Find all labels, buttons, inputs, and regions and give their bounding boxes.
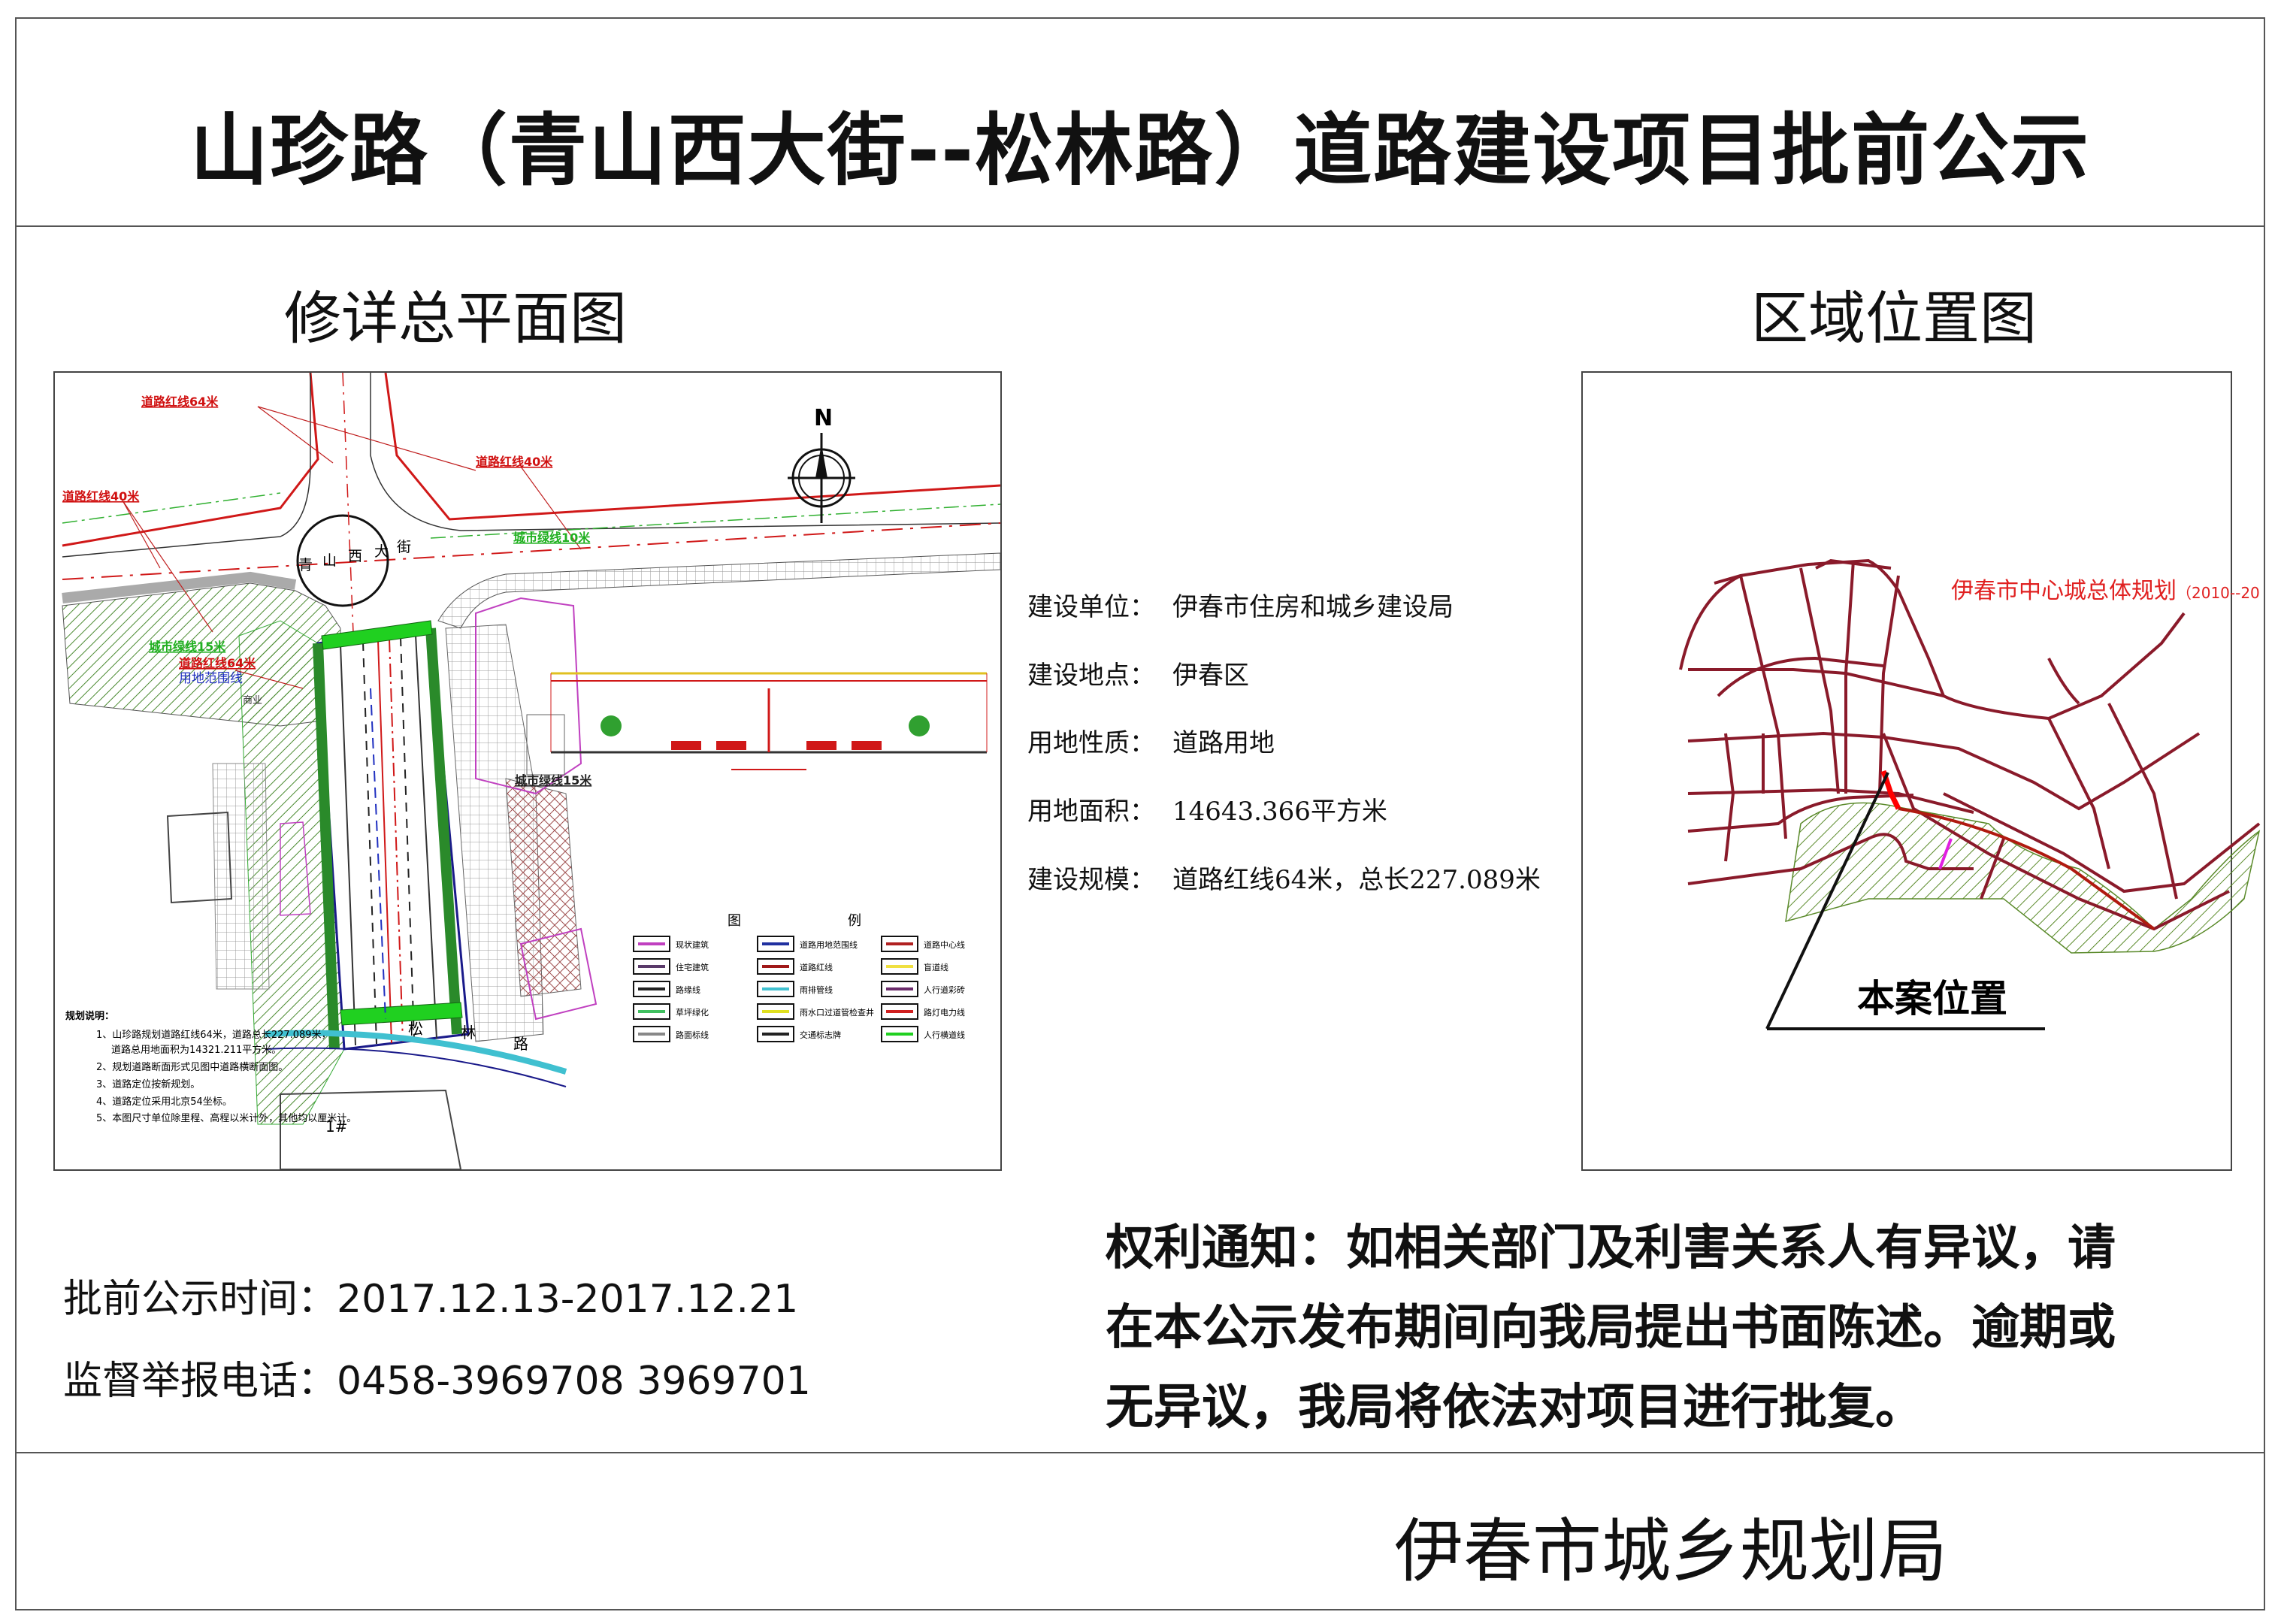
note-item: 2、规划道路断面形式见图中道路横断面图。: [96, 1061, 288, 1073]
location-pointer: [1765, 772, 1889, 1030]
page-title: 山珍路（青山西大街--松林路）道路建设项目批前公示: [189, 104, 2091, 196]
report-phone: 监督举报电话：0458-3969708 3969701: [63, 1349, 811, 1405]
info-value: 14643.366平方米: [1172, 797, 1387, 827]
notes-heading: 规划说明：: [65, 1010, 114, 1022]
info-value: 道路用地: [1172, 728, 1275, 758]
site-plan-heading: 修详总平面图: [284, 285, 627, 352]
road-cross-section: [526, 672, 988, 776]
map-years: （2010--20: [2177, 584, 2260, 602]
info-row-builder: 建设单位： 伊春市住房和城乡建设局: [1027, 586, 1454, 623]
phone-value: 0458-3969708 3969701: [337, 1359, 811, 1404]
note-item: 道路总用地面积为14321.211平方米。: [111, 1044, 281, 1056]
highlighted-road: [1898, 807, 2155, 930]
period-value: 2017.12.13-2017.12.21: [337, 1277, 799, 1322]
street-label-char: 大: [374, 543, 389, 560]
notice-line: 无异议，我局将依法对项目进行批复。: [1106, 1380, 1923, 1435]
street-label-char: 松: [408, 1020, 423, 1038]
legend-label: 道路中心线: [924, 939, 965, 950]
note-item: 3、道路定位按新规划。: [96, 1078, 200, 1090]
notice-line: 权利通知：如相关部门及利害关系人有异议，请: [1106, 1220, 2116, 1276]
label-green-line-15: 城市绿线15米: [149, 640, 226, 654]
info-value: 伊春市住房和城乡建设局: [1172, 592, 1454, 622]
location-map: 伊春市中心城总体规划 （2010--20 本案位置: [1581, 371, 2261, 1171]
info-value: 伊春区: [1172, 661, 1249, 691]
street-label-char: 西: [348, 548, 362, 564]
label-green-line-10: 城市绿线10米: [513, 531, 591, 545]
legend-label: 道路用地范围线: [800, 939, 858, 950]
legend-label: 盲道线: [924, 962, 948, 972]
existing-buildings: [166, 597, 597, 1021]
publicity-period: 批前公示时间：2017.12.13-2017.12.21: [63, 1267, 798, 1323]
main-road-shanzhen: [212, 620, 582, 1125]
info-key: 建设规模：: [1027, 865, 1155, 895]
note-item: 4、道路定位采用北京54坐标。: [96, 1096, 232, 1108]
leader-lines: [122, 406, 582, 689]
notice-line: 在本公示发布期间向我局提出书面陈述。逾期或: [1106, 1300, 2116, 1356]
location-map-svg: 伊春市中心城总体规划 （2010--20 本案位置: [1679, 558, 2261, 1030]
location-label: 本案位置: [1857, 977, 2007, 1021]
info-row-land-use: 用地性质： 道路用地: [1027, 722, 1275, 759]
legend-label: 雨水口过道管检查井: [800, 1007, 874, 1018]
label-red-line-40: 道路红线40米: [62, 489, 140, 504]
street-label-char: 青: [298, 557, 313, 573]
notice-board-border: [15, 17, 2265, 1610]
footer-divider: [15, 1452, 2265, 1453]
legend-label: 草坪绿化: [676, 1007, 709, 1018]
label-red-line-64: 道路红线64米: [141, 395, 219, 409]
street-label-char: 林: [461, 1024, 476, 1042]
location-map-heading: 区域位置图: [1751, 285, 2037, 352]
period-label: 批前公示时间：: [63, 1277, 337, 1322]
legend-label: 人行道彩砖: [924, 984, 965, 995]
info-key: 用地性质：: [1027, 728, 1155, 758]
label-land-boundary: 用地范围线: [179, 671, 243, 686]
legend-label: 路面标线: [676, 1030, 709, 1040]
legend-label: 现状建筑: [676, 939, 709, 950]
phone-label: 监督举报电话：: [63, 1359, 337, 1404]
info-row-location: 建设地点： 伊春区: [1027, 655, 1249, 691]
map-title: 伊春市中心城总体规划: [1951, 578, 2177, 604]
street-label-char: 路: [513, 1035, 528, 1053]
title-divider: [15, 225, 2265, 227]
label-red-line-40: 道路红线40米: [476, 455, 553, 469]
legend-label: 住宅建筑: [676, 962, 709, 972]
legend-label: 交通标志牌: [800, 1030, 841, 1040]
site-plan-svg: 青 山 西 大 街: [62, 372, 1001, 1170]
info-key: 用地面积：: [1027, 797, 1155, 827]
legend-label: 道路红线: [800, 962, 833, 972]
legend-label: 雨排管线: [800, 984, 833, 995]
info-key: 建设单位：: [1027, 592, 1155, 622]
planning-notes: 规划说明： 1、山珍路规划道路红线64米，道路总长227.089米， 道路总用地…: [65, 1010, 356, 1124]
legend-label: 路缘线: [676, 984, 700, 995]
site-plan-drawing: 青 山 西 大 街: [53, 371, 1002, 1171]
legend-title: 例: [848, 913, 861, 929]
info-value: 道路红线64米，总长227.089米: [1172, 865, 1541, 895]
magenta-segment: [1938, 838, 1953, 869]
legend: 图 例 现状建筑道路用地范围线道路中心线住宅建筑道路红线盲道线路缘线雨排管线人行…: [633, 913, 965, 1042]
green-belt: [1785, 802, 2261, 954]
north-label: N: [814, 405, 833, 431]
info-row-area: 用地面积： 14643.366平方米: [1027, 791, 1387, 827]
note-item: 1、山珍路规划道路红线64米，道路总长227.089米，: [96, 1029, 331, 1041]
note-item: 5、本图尺寸单位除里程、高程以米计外，其他均以厘米计。: [96, 1112, 356, 1124]
street-label-char: 山: [322, 552, 337, 569]
label-commercial: 商业: [243, 695, 262, 706]
building-label: 1#: [325, 1117, 347, 1136]
road-network: [1679, 558, 2261, 931]
north-arrow-icon: N: [788, 405, 855, 523]
label-red-line-64: 道路红线64米: [179, 656, 256, 670]
info-row-scale: 建设规模： 道路红线64米，总长227.089米: [1027, 859, 1541, 896]
street-label-char: 街: [397, 539, 411, 555]
label-green-line-15: 城市绿线15米: [515, 773, 592, 788]
legend-label: 人行横道线: [924, 1030, 965, 1040]
issuer: 伊春市城乡规划局: [1394, 1511, 1948, 1592]
rights-notice: 权利通知：如相关部门及利害关系人有异议，请 在本公示发布期间向我局提出书面陈述。…: [1106, 1208, 2116, 1447]
info-key: 建设地点：: [1027, 661, 1155, 691]
legend-title: 图: [728, 913, 741, 929]
legend-label: 路灯电力线: [924, 1007, 965, 1018]
